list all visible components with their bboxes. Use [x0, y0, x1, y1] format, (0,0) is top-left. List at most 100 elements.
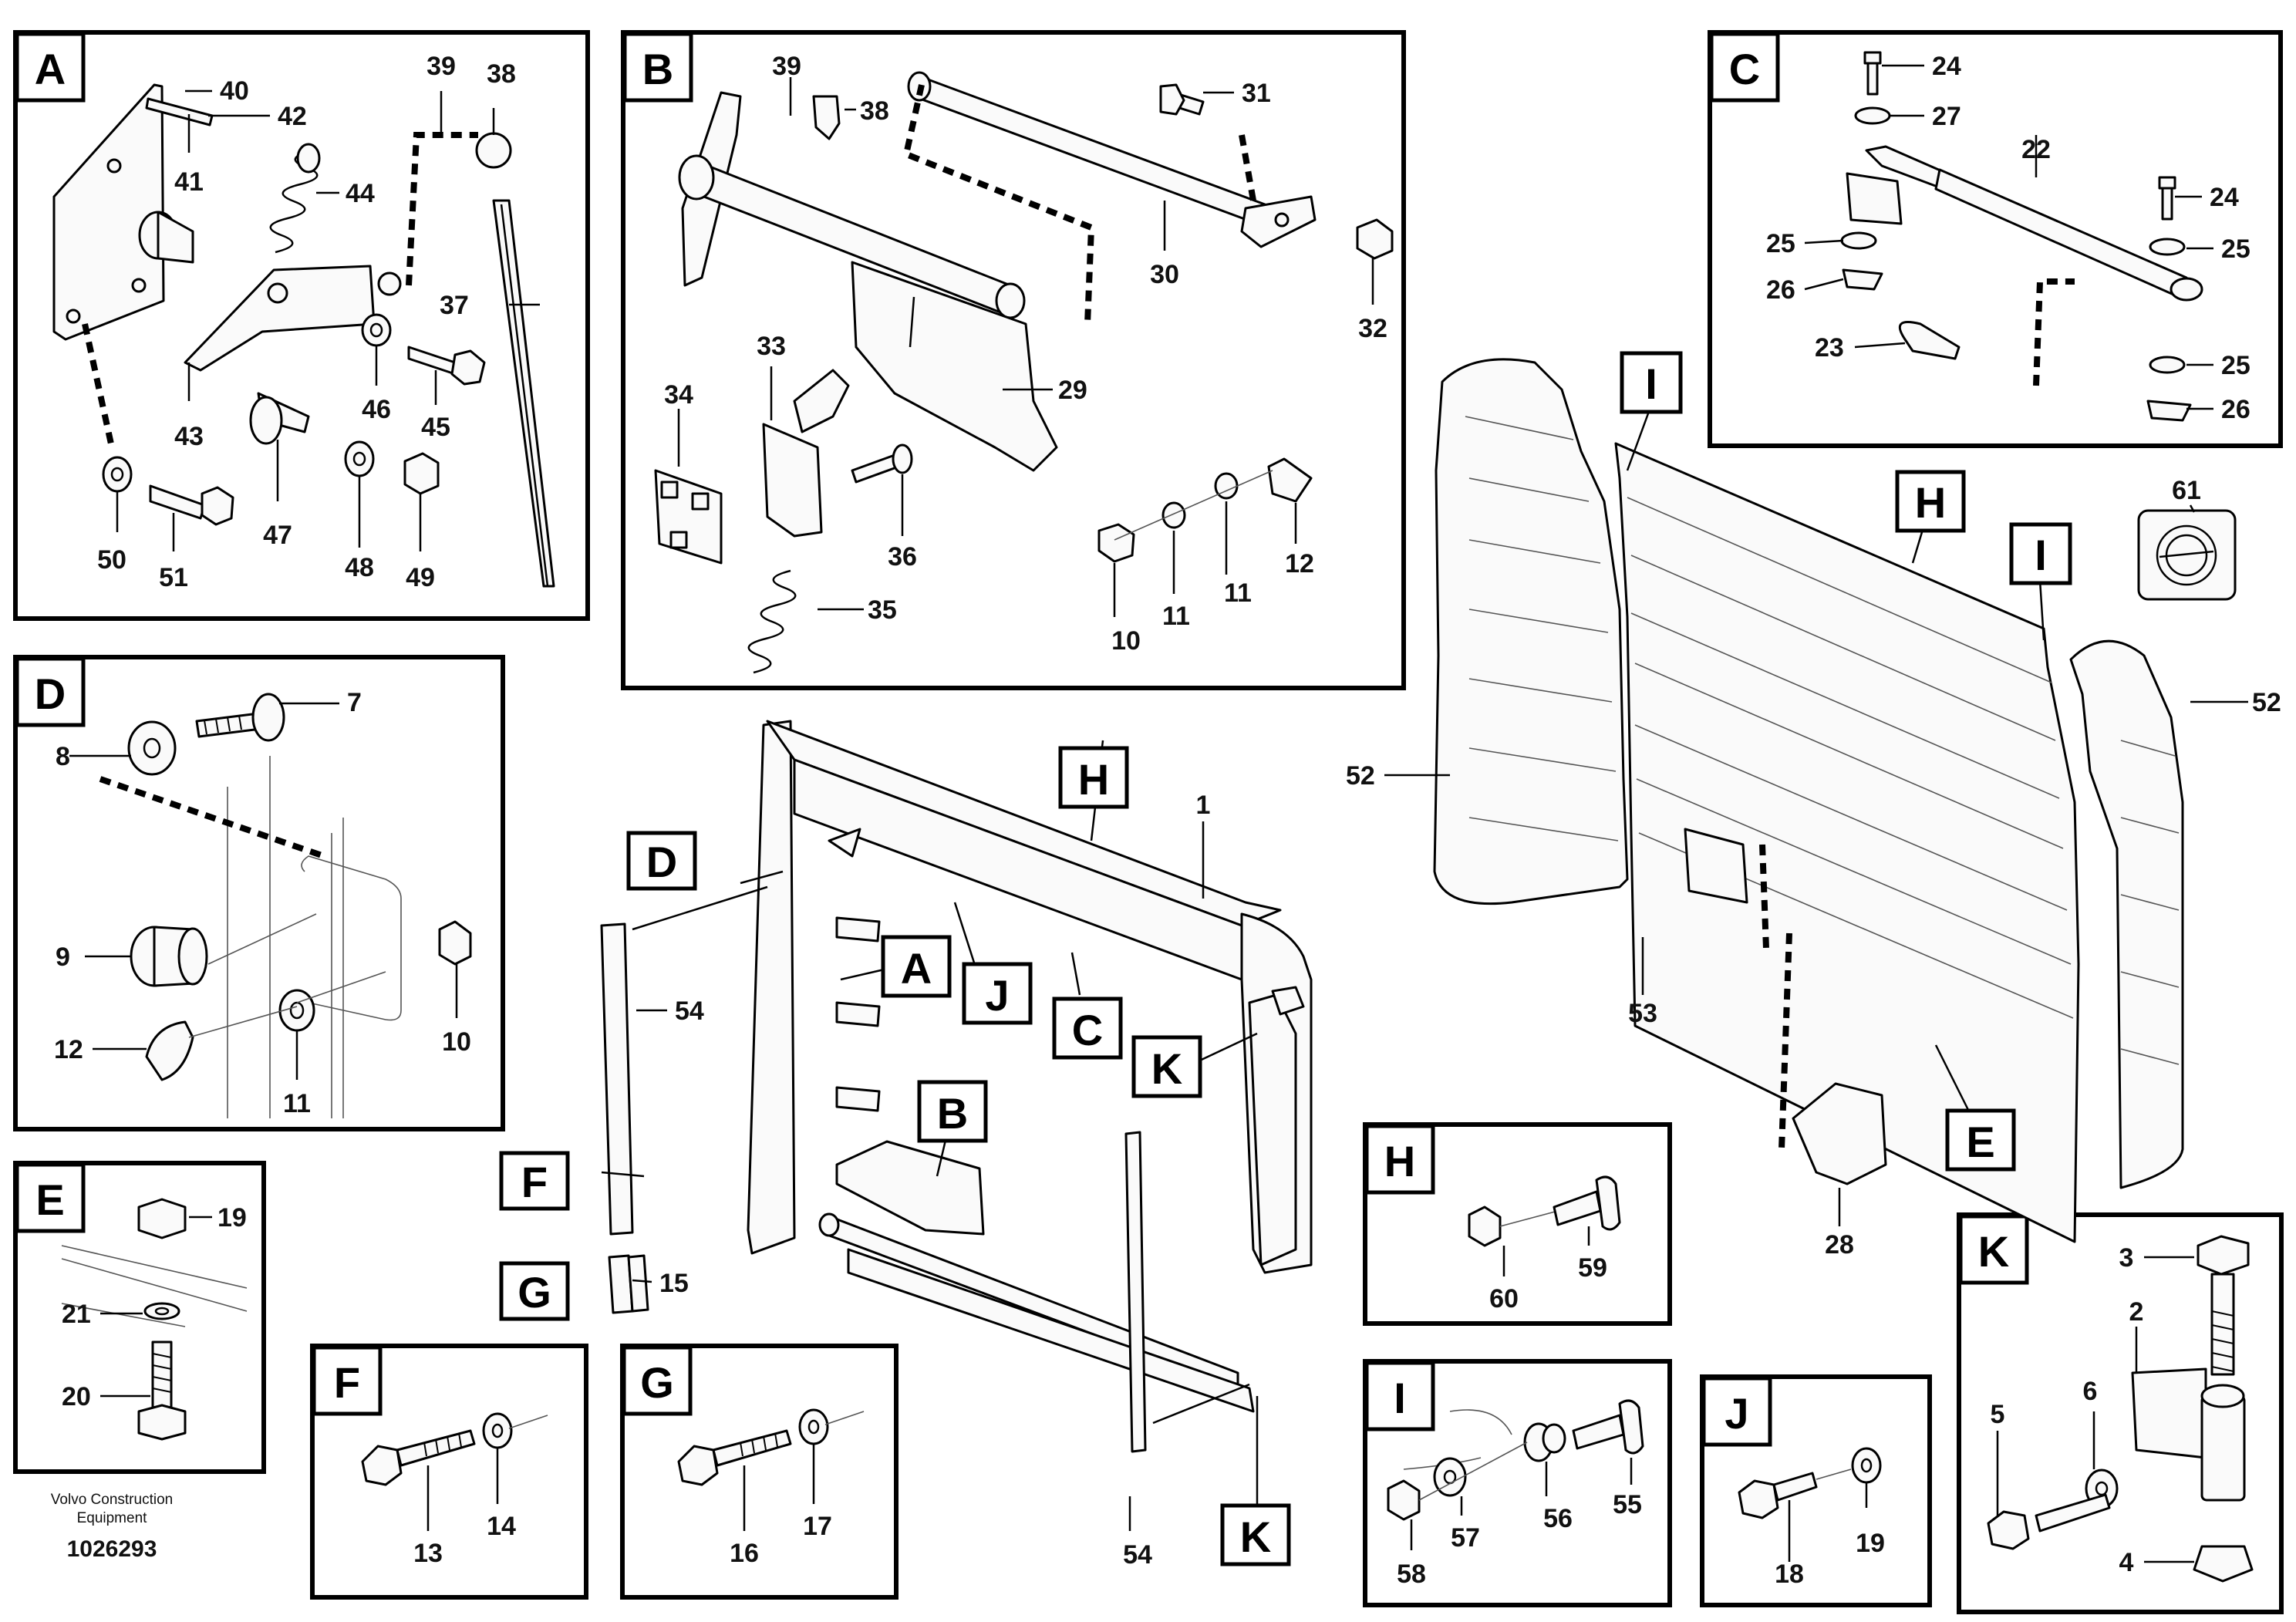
panel-F-tag: F: [312, 1345, 383, 1416]
label-H-59: 59: [1578, 1253, 1607, 1283]
panel-G: G 16 17: [620, 1344, 899, 1600]
main-tag-F: F: [499, 1151, 570, 1211]
panel-H-tag: H: [1364, 1124, 1435, 1195]
label-B-31: 31: [1242, 79, 1271, 108]
cover-tag-I-left: I: [1620, 351, 1683, 414]
main-frame-assembly: H D A J C K B F G K 1 54 15 54: [499, 720, 1313, 1570]
main-tag-A: A: [881, 935, 952, 998]
label-D-12: 12: [54, 1035, 83, 1064]
panel-D-tag: D: [15, 656, 86, 727]
cover-tag-I-right: I: [2009, 522, 2072, 585]
label-H-60: 60: [1489, 1284, 1519, 1313]
panel-I: I 58 57 56 55: [1363, 1359, 1672, 1607]
label-E-19: 19: [217, 1203, 247, 1233]
label-C-25b: 25: [2221, 234, 2250, 264]
label-A-45: 45: [421, 413, 450, 442]
svg-text:C: C: [1072, 1006, 1103, 1054]
label-B-38: 38: [860, 96, 889, 126]
main-tag-H: H: [1058, 746, 1129, 809]
label-A-46: 46: [362, 395, 391, 424]
svg-text:A: A: [901, 944, 932, 993]
panel-J: J 18 19: [1700, 1374, 1932, 1607]
label-main-54a: 54: [675, 996, 704, 1026]
label-K-3: 3: [2119, 1243, 2134, 1273]
svg-text:H: H: [1384, 1137, 1415, 1185]
panel-I-tag: I: [1364, 1361, 1435, 1431]
label-cover-61: 61: [2172, 476, 2201, 505]
label-D-9: 9: [56, 943, 70, 972]
label-I-56: 56: [1543, 1504, 1573, 1533]
svg-text:G: G: [640, 1358, 674, 1407]
svg-text:J: J: [1725, 1389, 1748, 1438]
label-K-6: 6: [2083, 1377, 2098, 1406]
panel-J-tag: J: [1701, 1376, 1772, 1447]
label-C-27: 27: [1932, 102, 1961, 131]
svg-text:B: B: [937, 1089, 968, 1138]
svg-text:C: C: [1729, 45, 1760, 93]
label-A-43: 43: [174, 422, 204, 451]
cover-assembly: I H I E 52 53 52 28 61: [1346, 351, 2281, 1259]
label-B-33: 33: [757, 332, 786, 361]
label-A-51: 51: [159, 563, 188, 592]
label-A-49: 49: [406, 563, 435, 592]
label-C-22: 22: [2021, 135, 2051, 164]
label-A-38: 38: [487, 59, 516, 89]
svg-text:K: K: [1151, 1044, 1182, 1093]
label-A-48: 48: [345, 553, 374, 582]
panel-C: C 24 27 22 24 25 25 26 23 25 26: [1708, 30, 2283, 448]
svg-text:I: I: [1394, 1374, 1406, 1422]
panel-K-tag: K: [1958, 1214, 2029, 1285]
label-A-40: 40: [220, 76, 249, 106]
svg-text:B: B: [642, 45, 673, 93]
label-B-29: 29: [1058, 376, 1087, 405]
label-I-55: 55: [1613, 1490, 1642, 1519]
svg-text:F: F: [334, 1358, 360, 1407]
label-G-17: 17: [803, 1512, 832, 1541]
label-C-26b: 26: [2221, 395, 2250, 424]
svg-text:A: A: [35, 45, 66, 93]
cover-tag-E: E: [1945, 1108, 2016, 1172]
label-F-13: 13: [413, 1539, 443, 1568]
panel-E-tag: E: [15, 1162, 86, 1233]
label-K-4: 4: [2119, 1548, 2134, 1577]
label-G-16: 16: [730, 1539, 759, 1568]
main-tag-B: B: [917, 1080, 988, 1143]
svg-text:K: K: [1240, 1512, 1271, 1561]
panel-C-tag: C: [1709, 32, 1780, 103]
svg-text:D: D: [646, 838, 677, 886]
main-tag-K-lower: K: [1220, 1503, 1291, 1566]
main-tag-K-upper: K: [1131, 1035, 1202, 1098]
main-tag-D: D: [626, 831, 697, 891]
svg-text:E: E: [35, 1175, 64, 1224]
label-cover-53: 53: [1628, 999, 1657, 1028]
label-A-39: 39: [426, 52, 456, 81]
svg-text:I: I: [1645, 359, 1657, 408]
label-B-36: 36: [888, 542, 917, 572]
label-A-50: 50: [97, 545, 126, 575]
panel-E: E 19 21 20: [13, 1161, 266, 1474]
label-D-8: 8: [56, 742, 70, 771]
svg-text:K: K: [1978, 1227, 2009, 1276]
label-cover-52a: 52: [1346, 761, 1375, 791]
panel-H: H 60 59: [1363, 1122, 1672, 1326]
panel-D: D 7 8 9 10 12 11: [13, 655, 505, 1131]
label-C-26a: 26: [1766, 275, 1795, 305]
svg-text:E: E: [1966, 1118, 1994, 1166]
svg-text:H: H: [1078, 755, 1109, 804]
label-B-35: 35: [868, 595, 897, 625]
label-main-54b: 54: [1123, 1540, 1152, 1570]
label-K-5: 5: [1991, 1400, 2005, 1429]
svg-text:G: G: [518, 1268, 551, 1317]
label-D-7: 7: [347, 688, 362, 717]
label-main-15: 15: [659, 1269, 689, 1298]
label-D-11: 11: [283, 1089, 311, 1118]
svg-text:H: H: [1915, 478, 1946, 527]
label-B-11b: 11: [1224, 578, 1252, 608]
cover-tag-H: H: [1895, 470, 1966, 533]
panel-K: K 3 2 5 6 4: [1957, 1212, 2284, 1614]
label-C-24b: 24: [2210, 183, 2239, 212]
credit-line2: Equipment: [77, 1510, 148, 1526]
label-cover-28: 28: [1825, 1230, 1854, 1259]
label-B-32: 32: [1358, 314, 1387, 343]
drawing-number: 1026293: [67, 1536, 157, 1562]
